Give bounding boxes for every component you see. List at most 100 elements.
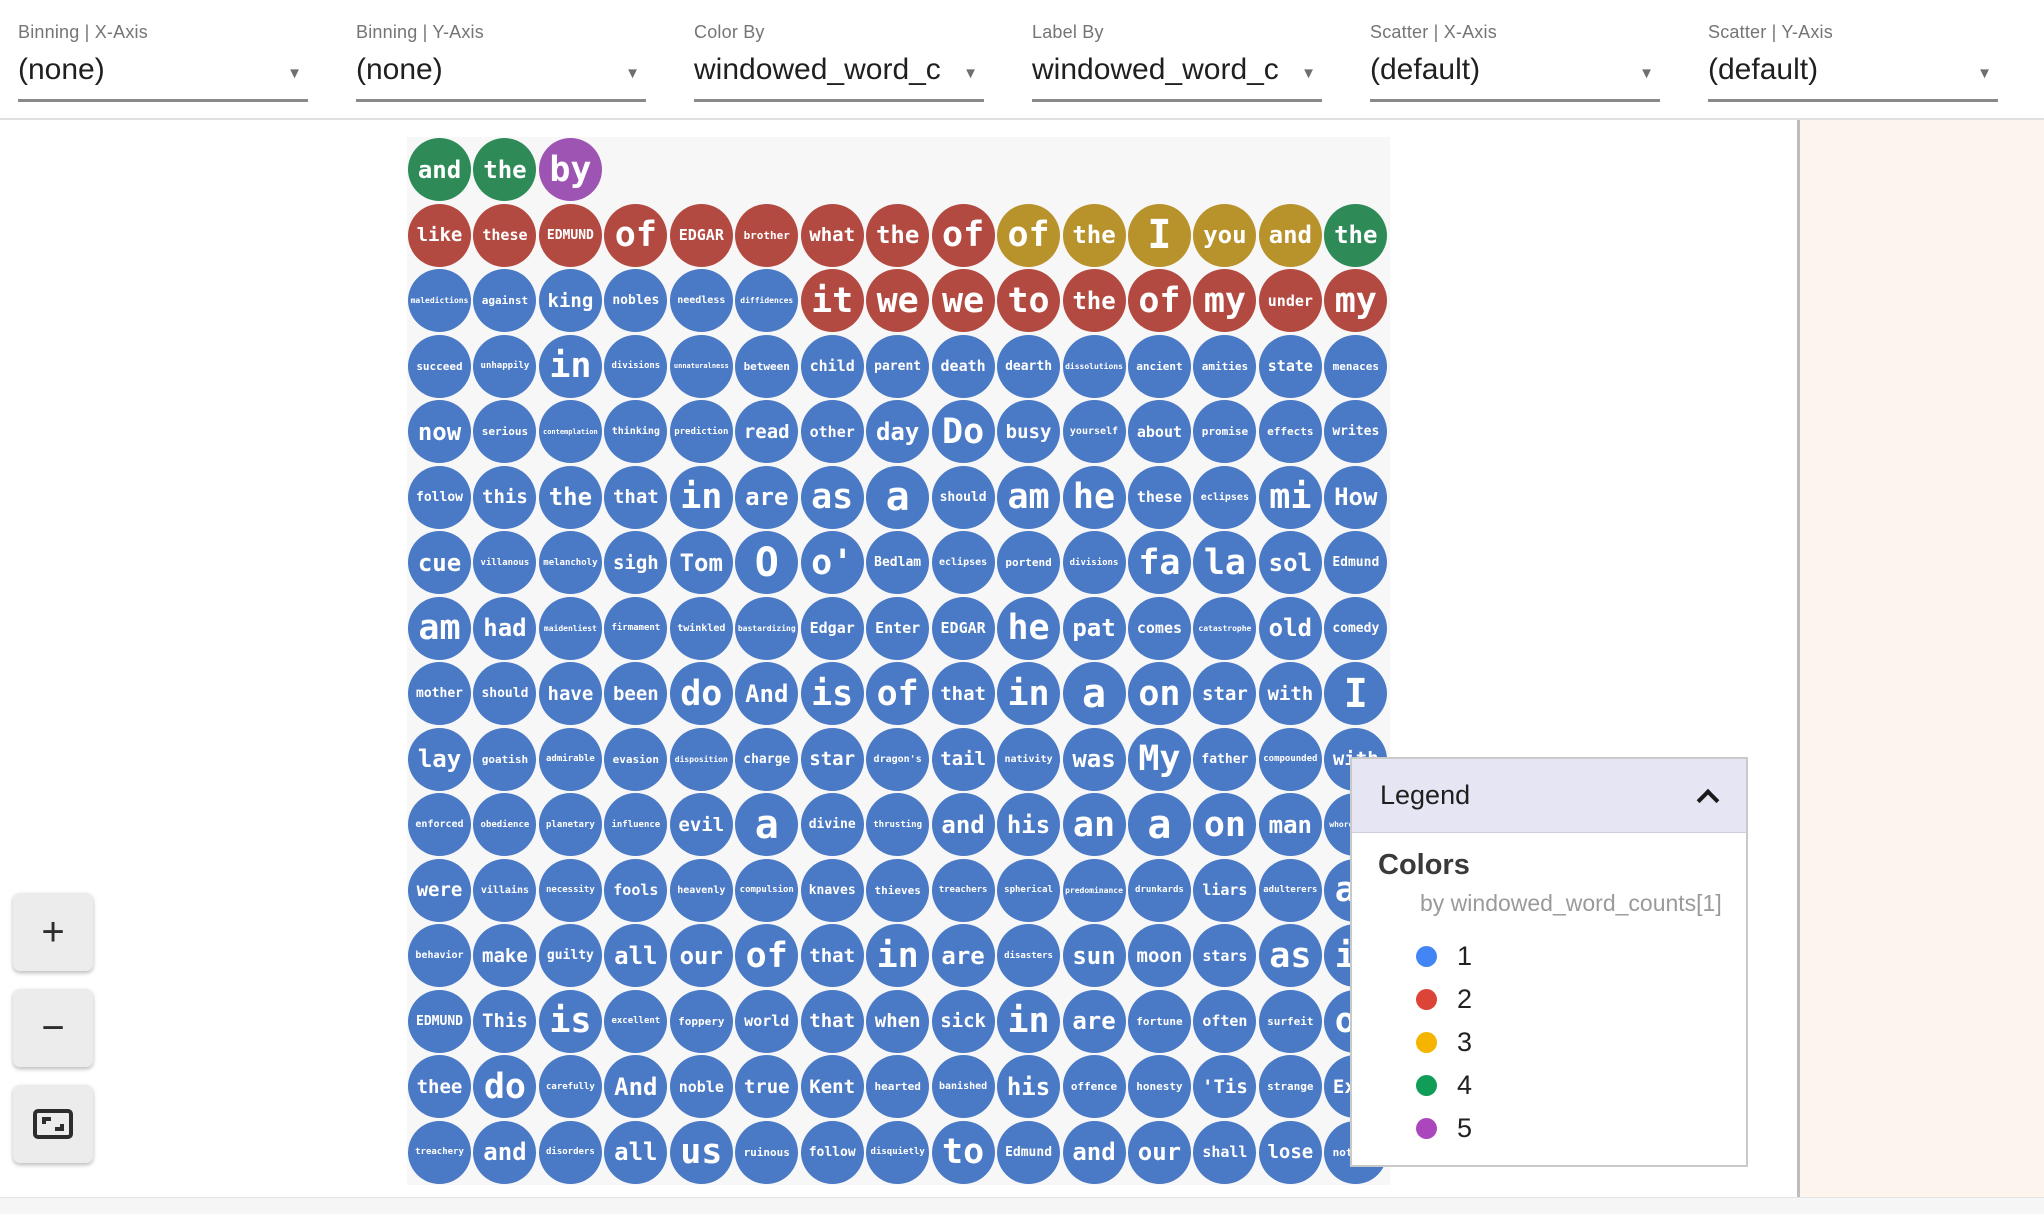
word-circle[interactable]: excellent bbox=[604, 989, 668, 1053]
word-circle[interactable]: am bbox=[997, 465, 1061, 529]
word-circle[interactable]: behavior bbox=[408, 924, 471, 987]
word-circle[interactable]: was bbox=[1062, 727, 1126, 791]
word-circle[interactable]: do bbox=[473, 1055, 537, 1118]
word-circle[interactable]: honesty bbox=[1127, 1055, 1191, 1118]
word-circle[interactable]: Tom bbox=[669, 531, 733, 594]
word-circle[interactable]: that bbox=[604, 465, 668, 529]
word-circle[interactable]: surfeit bbox=[1258, 989, 1322, 1053]
word-circle[interactable]: noble bbox=[669, 1055, 733, 1118]
word-circle[interactable]: Edmund bbox=[997, 1120, 1061, 1184]
word-circle[interactable]: And bbox=[604, 1055, 668, 1118]
word-circle[interactable]: divisions bbox=[604, 334, 668, 398]
word-circle[interactable]: thinking bbox=[604, 400, 668, 463]
word-circle[interactable]: Enter bbox=[866, 596, 930, 660]
word-circle[interactable]: serious bbox=[473, 400, 537, 463]
word-circle[interactable]: that bbox=[800, 989, 864, 1053]
word-circle[interactable]: with bbox=[1258, 662, 1322, 725]
word-circle[interactable]: nativity bbox=[997, 727, 1061, 791]
word-circle[interactable]: treachery bbox=[408, 1120, 471, 1184]
zoom-in-button[interactable]: + bbox=[13, 893, 93, 971]
word-circle[interactable]: as bbox=[800, 465, 864, 529]
word-circle[interactable]: cue bbox=[408, 531, 471, 594]
word-circle[interactable]: comes bbox=[1127, 596, 1191, 660]
word-circle[interactable]: in bbox=[866, 924, 930, 987]
word-circle[interactable]: la bbox=[1193, 531, 1257, 594]
word-circle[interactable]: brother bbox=[735, 203, 799, 267]
word-circle[interactable]: succeed bbox=[408, 334, 471, 398]
word-circle[interactable]: in bbox=[669, 465, 733, 529]
word-circle[interactable]: How bbox=[1324, 465, 1388, 529]
word-circle[interactable]: sun bbox=[1062, 924, 1126, 987]
word-circle[interactable]: against bbox=[473, 269, 537, 332]
word-circle[interactable]: hearted bbox=[866, 1055, 930, 1118]
word-circle[interactable]: as bbox=[1258, 924, 1322, 987]
word-circle[interactable]: my bbox=[1193, 269, 1257, 332]
word-circle[interactable]: star bbox=[800, 727, 864, 791]
word-circle[interactable]: melancholy bbox=[538, 531, 602, 594]
word-circle[interactable]: of bbox=[866, 662, 930, 725]
word-circle[interactable]: parent bbox=[866, 334, 930, 398]
word-circle[interactable]: O bbox=[735, 531, 799, 594]
word-circle[interactable]: have bbox=[538, 662, 602, 725]
word-circle[interactable]: dragon's bbox=[866, 727, 930, 791]
word-circle[interactable]: drunkards bbox=[1127, 858, 1191, 922]
word-circle[interactable]: our bbox=[1127, 1120, 1191, 1184]
word-circle[interactable]: stars bbox=[1193, 924, 1257, 987]
word-circle[interactable]: our bbox=[669, 924, 733, 987]
word-circle[interactable]: death bbox=[931, 334, 995, 398]
word-circle[interactable]: am bbox=[408, 596, 471, 660]
word-circle[interactable]: Edmund bbox=[1324, 531, 1388, 594]
word-circle[interactable]: are bbox=[1062, 989, 1126, 1053]
word-circle[interactable]: are bbox=[931, 924, 995, 987]
chevron-up-icon[interactable] bbox=[1696, 788, 1720, 812]
word-circle[interactable]: and bbox=[1258, 203, 1322, 267]
word-circle[interactable]: nobles bbox=[604, 269, 668, 332]
word-circle[interactable]: prediction bbox=[669, 400, 733, 463]
word-circle[interactable]: evasion bbox=[604, 727, 668, 791]
word-circle[interactable]: we bbox=[866, 269, 930, 332]
word-circle[interactable]: father bbox=[1193, 727, 1257, 791]
word-circle[interactable]: unnaturalness bbox=[669, 334, 733, 398]
word-circle[interactable]: effects bbox=[1258, 400, 1322, 463]
word-circle[interactable]: compulsion bbox=[735, 858, 799, 922]
word-circle[interactable]: he bbox=[997, 596, 1061, 660]
word-circle[interactable]: state bbox=[1258, 334, 1322, 398]
word-circle[interactable]: thee bbox=[408, 1055, 471, 1118]
word-circle[interactable]: menaces bbox=[1324, 334, 1388, 398]
word-circle[interactable]: dissolutions bbox=[1062, 334, 1126, 398]
word-circle[interactable]: of bbox=[604, 203, 668, 267]
word-circle[interactable]: by bbox=[538, 138, 602, 201]
word-circle[interactable]: a bbox=[1127, 793, 1191, 856]
word-circle[interactable]: the bbox=[538, 465, 602, 529]
word-circle[interactable]: enforced bbox=[408, 793, 471, 856]
word-circle[interactable]: and bbox=[931, 793, 995, 856]
word-circle[interactable]: fortune bbox=[1127, 989, 1191, 1053]
word-circle[interactable]: us bbox=[669, 1120, 733, 1184]
word-circle[interactable]: My bbox=[1127, 727, 1191, 791]
word-circle[interactable]: fa bbox=[1127, 531, 1191, 594]
word-circle[interactable]: necessity bbox=[538, 858, 602, 922]
word-circle[interactable]: that bbox=[800, 924, 864, 987]
word-circle[interactable]: disasters bbox=[997, 924, 1061, 987]
dropdown-scatter-x-axis[interactable]: Scatter | X-Axis(default)▼ bbox=[1370, 22, 1660, 102]
word-circle[interactable]: mi bbox=[1258, 465, 1322, 529]
word-circle[interactable]: Edgar bbox=[800, 596, 864, 660]
word-circle[interactable]: EDGAR bbox=[931, 596, 995, 660]
word-circle[interactable]: divine bbox=[800, 793, 864, 856]
word-circle[interactable]: these bbox=[1127, 465, 1191, 529]
word-circle[interactable]: he bbox=[1062, 465, 1126, 529]
word-circle[interactable]: king bbox=[538, 269, 602, 332]
word-circle[interactable]: we bbox=[931, 269, 995, 332]
word-circle[interactable]: should bbox=[473, 662, 537, 725]
word-circle[interactable]: in bbox=[997, 662, 1061, 725]
word-circle[interactable]: a bbox=[866, 465, 930, 529]
word-circle[interactable]: charge bbox=[735, 727, 799, 791]
word-circle[interactable]: old bbox=[1258, 596, 1322, 660]
word-circle[interactable]: knaves bbox=[800, 858, 864, 922]
word-circle[interactable]: child bbox=[800, 334, 864, 398]
word-circle[interactable]: admirable bbox=[538, 727, 602, 791]
word-circle[interactable]: his bbox=[997, 793, 1061, 856]
word-circle[interactable]: moon bbox=[1127, 924, 1191, 987]
word-circle[interactable]: are bbox=[735, 465, 799, 529]
